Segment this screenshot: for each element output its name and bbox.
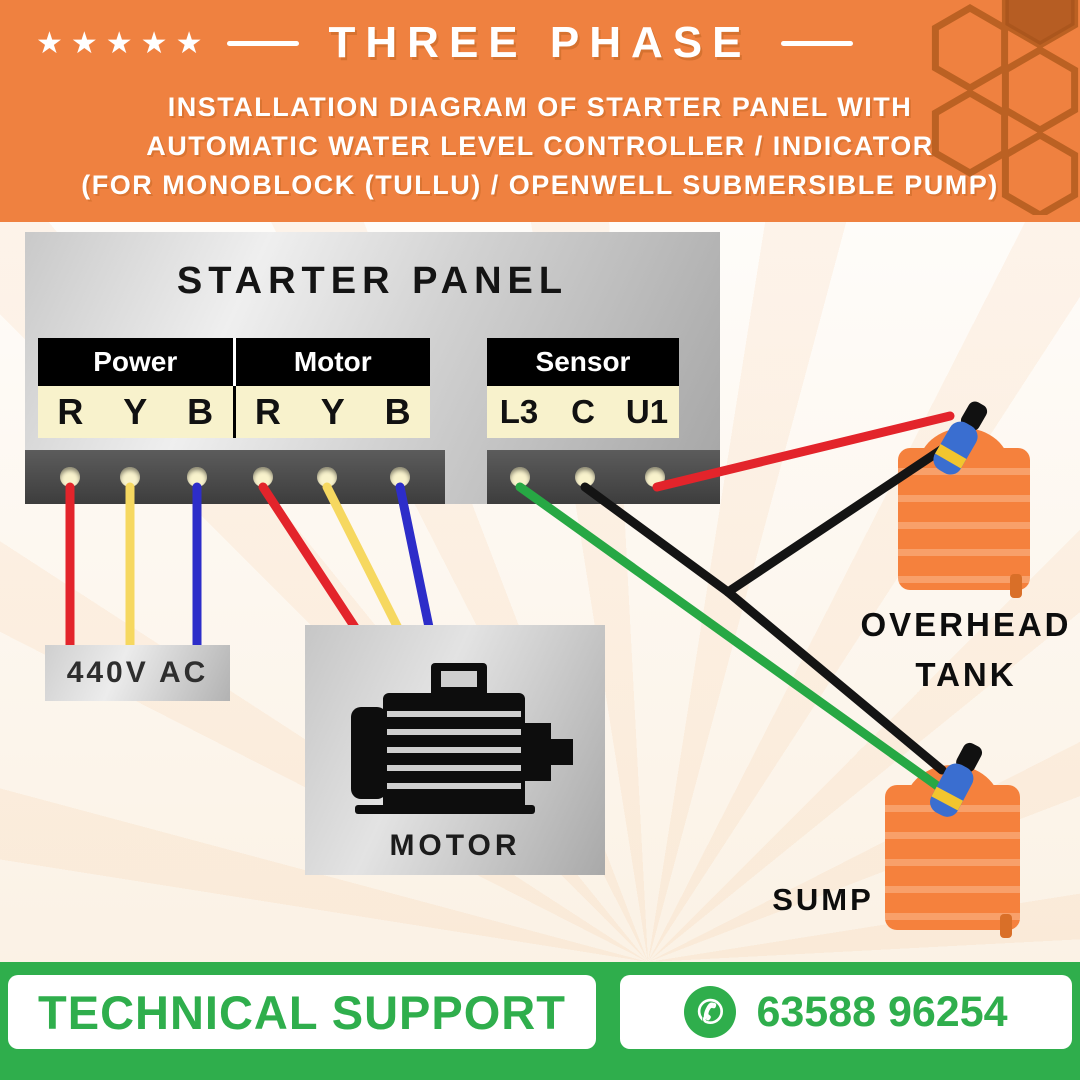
- strip-divider: [232, 338, 236, 386]
- technical-support-box: TECHNICAL SUPPORT: [8, 975, 596, 1049]
- power-motor-terminal-bar: [25, 450, 445, 504]
- subtitle-line-3: (FOR MONOBLOCK (TULLU) / OPENWELL SUBMER…: [81, 170, 999, 200]
- subtitle-line-1: INSTALLATION DIAGRAM OF STARTER PANEL WI…: [167, 92, 913, 122]
- overhead-tank-label-line1: OVERHEAD: [860, 606, 1072, 643]
- wire-motor-b: [395, 482, 435, 637]
- title-row: THREE PHASE: [0, 18, 1080, 68]
- subtitle: INSTALLATION DIAGRAM OF STARTER PANEL WI…: [0, 88, 1080, 205]
- terminal-dot-sensor-l3: [510, 467, 530, 487]
- terminal-label-sensor-l3: L3: [499, 393, 539, 430]
- title-rule-left: [226, 40, 299, 46]
- power-group-label: Power: [93, 346, 178, 377]
- sump-label: SUMP: [772, 882, 874, 917]
- terminal-dot-power-y: [120, 467, 140, 487]
- terminal-dot-motor-r: [253, 467, 273, 487]
- technical-support-label: TECHNICAL SUPPORT: [38, 985, 566, 1039]
- power-terminal-labels: R Y B: [38, 386, 233, 438]
- phone-box: ✆ 63588 96254: [620, 975, 1072, 1049]
- sensor-terminal-labels: L3 C U1: [487, 386, 679, 438]
- star-rating: ★★★★★: [36, 27, 211, 60]
- letters-divider: [232, 386, 236, 438]
- overhead-tank-stub: [1010, 574, 1022, 598]
- starter-panel-title: STARTER PANEL: [176, 260, 569, 302]
- honeycomb-decoration-icon: [931, 0, 1079, 215]
- motor-label: MOTOR: [389, 829, 521, 862]
- wire-motor-y: [322, 482, 405, 637]
- phone-number: 63588 96254: [756, 987, 1008, 1036]
- supply-voltage-box: 440V AC: [45, 645, 230, 701]
- sensor-terminal-bar: [487, 450, 720, 504]
- terminal-label-power-r: R: [57, 391, 84, 432]
- terminal-dot-power-b: [187, 467, 207, 487]
- power-motor-label-strip: Power Motor: [38, 338, 430, 386]
- terminal-dot-motor-y: [317, 467, 337, 487]
- overhead-tank-label: OVERHEAD TANK: [852, 600, 1080, 700]
- whatsapp-icon: ✆: [684, 986, 737, 1038]
- terminal-label-motor-b: B: [384, 391, 411, 432]
- power-motor-terminal-labels: R Y B R Y B: [38, 386, 430, 438]
- motor-box: MOTOR: [305, 625, 605, 875]
- header-banner: ★★★★★ THREE PHASE INSTALLATION DIAGRAM O…: [0, 0, 1080, 222]
- terminal-label-power-y: Y: [123, 391, 148, 432]
- subtitle-line-2: AUTOMATIC WATER LEVEL CONTROLLER / INDIC…: [146, 131, 934, 161]
- motor-terminal-labels: R Y B: [235, 386, 430, 438]
- title-rule-right: [781, 40, 854, 46]
- terminal-dot-power-r: [60, 467, 80, 487]
- terminal-label-sensor-c: C: [571, 393, 595, 430]
- wire-motor-r: [258, 482, 363, 637]
- starter-panel: STARTER PANEL Power Motor R Y B R Y B Se…: [25, 232, 720, 504]
- supply-voltage-label: 440V AC: [66, 656, 209, 689]
- page-title: THREE PHASE: [328, 18, 752, 67]
- overhead-tank-body: [898, 448, 1030, 590]
- sensor-group-label: Sensor: [487, 338, 679, 386]
- float-band: [931, 786, 964, 811]
- terminal-dot-motor-b: [390, 467, 410, 487]
- terminal-dot-sensor-u1: [645, 467, 665, 487]
- sump-tank-stub: [1000, 914, 1012, 938]
- terminal-label-power-b: B: [187, 391, 214, 432]
- overhead-tank-label-line2: TANK: [915, 656, 1017, 693]
- terminal-dot-sensor-c: [575, 467, 595, 487]
- terminal-label-motor-r: R: [254, 391, 281, 432]
- float-band: [935, 444, 967, 469]
- motor-group-label: Motor: [293, 346, 372, 377]
- footer-bar: TECHNICAL SUPPORT ✆ 63588 96254: [0, 962, 1080, 1080]
- motor-icon: [351, 663, 573, 814]
- terminal-label-motor-y: Y: [320, 391, 345, 432]
- terminal-label-sensor-u1: U1: [625, 393, 669, 430]
